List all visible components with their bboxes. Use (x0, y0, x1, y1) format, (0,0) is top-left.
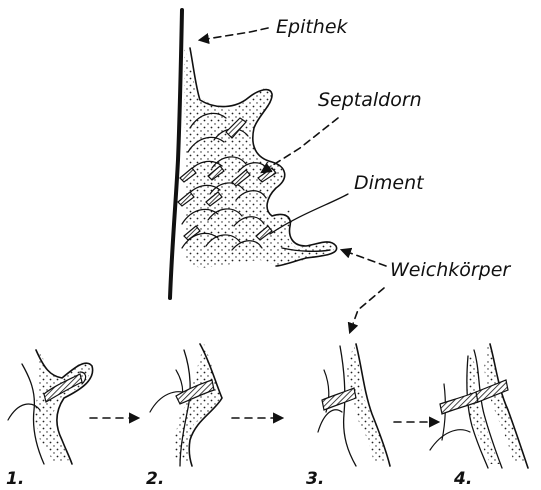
septaldorn-annotation: Septaldorn (262, 89, 422, 172)
stage-arrows (90, 418, 438, 422)
epithek-wall (170, 10, 182, 298)
stage-number-3: 3. (306, 469, 324, 489)
stage-4-sketch (430, 344, 528, 468)
stage-1-sketch (8, 350, 93, 464)
label-septaldorn: Septaldorn (318, 89, 422, 111)
weichkoerper-arrow-upper (342, 250, 386, 266)
stage-2-sketch (150, 344, 222, 466)
main-coral-section (170, 10, 337, 298)
diment-annotation: Diment (270, 172, 425, 234)
weichkoerper-arrow-lower (350, 288, 384, 332)
label-weichkoerper: Weichkörper (390, 259, 511, 281)
stage-number-2: 2. (146, 469, 164, 489)
stage-number-4: 4. (453, 469, 472, 489)
epithek-annotation: Epithek (200, 16, 349, 40)
label-epithek: Epithek (276, 16, 349, 38)
stage-number-1: 1. (6, 469, 24, 489)
stage-3-sketch (318, 344, 390, 466)
weichkoerper-annotation: Weichkörper (342, 250, 511, 332)
epithek-arrow (200, 28, 268, 40)
label-diment: Diment (354, 172, 425, 194)
